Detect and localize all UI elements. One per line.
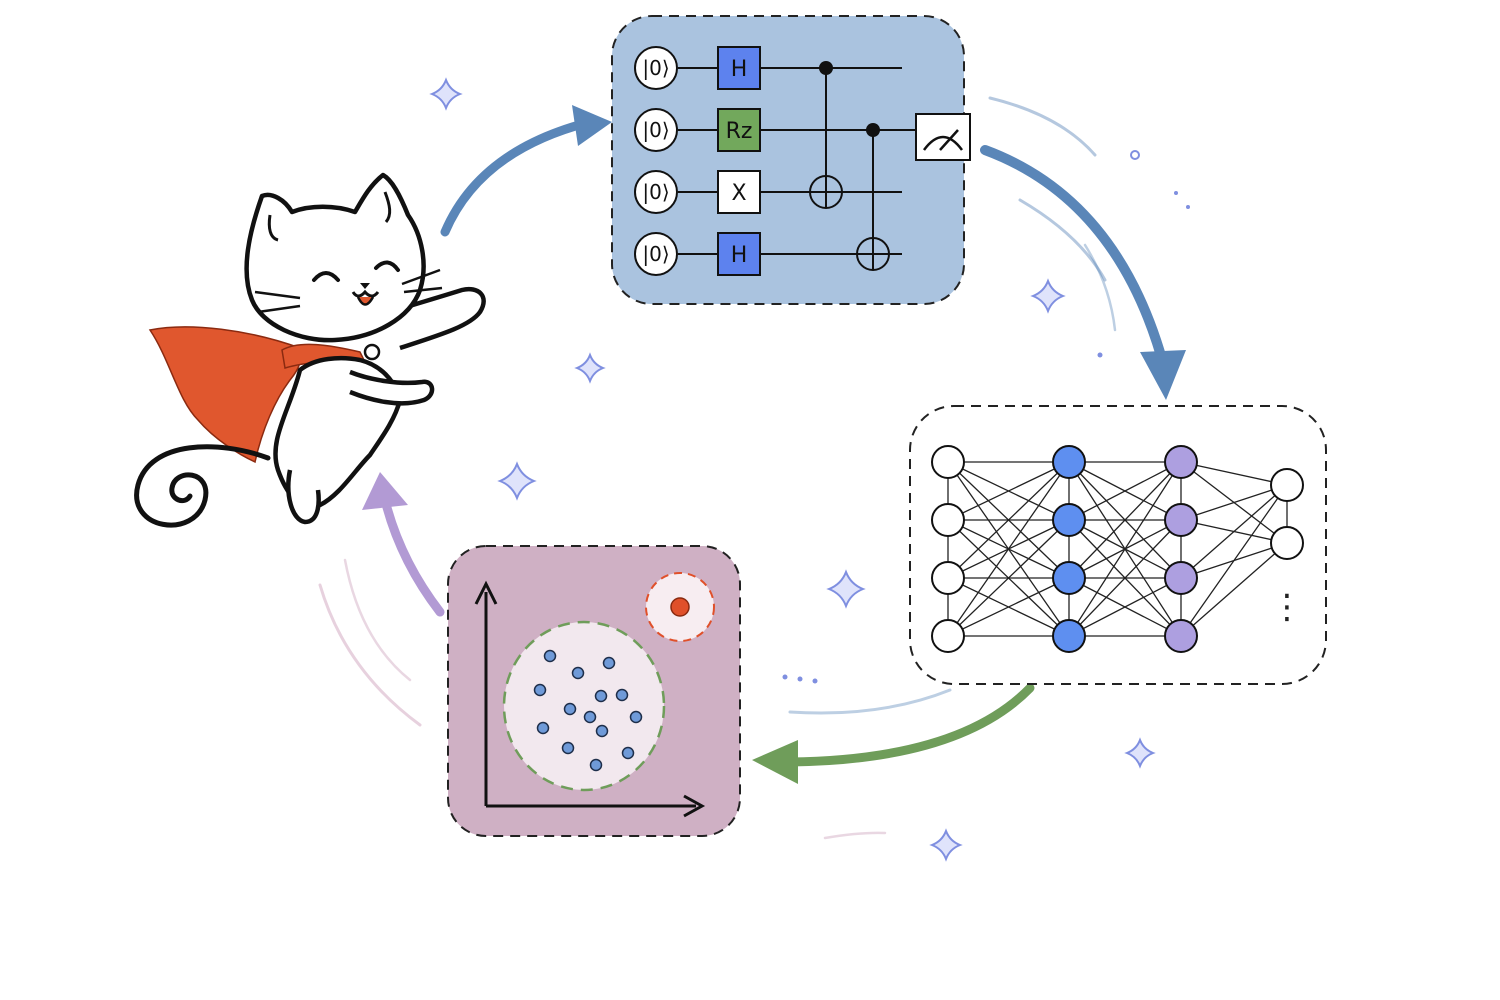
cluster-point (595, 724, 609, 738)
meter-icon (915, 113, 971, 161)
cluster-point (571, 666, 585, 680)
network-nodes (931, 445, 1304, 653)
gate-label: X (731, 181, 746, 206)
sparkle-icon (929, 828, 963, 862)
network-node (1164, 445, 1198, 479)
network-edges (947, 461, 1288, 637)
sparkle-icon (497, 461, 537, 501)
gate-h: H (717, 232, 761, 276)
qubit-state: |0⟩ (634, 46, 678, 90)
qubit-label: |0⟩ (642, 118, 669, 142)
gate-label: H (731, 57, 748, 82)
control-dot (819, 61, 833, 75)
network-node (1164, 561, 1198, 595)
cluster-point (583, 710, 597, 724)
arrow-circuit-to-network (980, 96, 1186, 400)
network-edge (947, 519, 1070, 637)
network-edge (947, 461, 1070, 637)
cluster-point (561, 741, 575, 755)
cnot-gate (856, 123, 890, 271)
outlier-point (670, 597, 690, 617)
cluster-point (621, 746, 635, 760)
arrow-cat-to-circuit (440, 105, 612, 237)
arrow-plot-to-cat (318, 472, 887, 840)
network-edge (947, 461, 1070, 521)
cluster-point (629, 710, 643, 724)
cape (148, 326, 302, 464)
cluster-point (615, 688, 629, 702)
network-node (931, 561, 965, 595)
network-node (1164, 619, 1198, 653)
network-edge (1180, 484, 1288, 521)
sparkle-icon (1124, 737, 1156, 769)
network-node (1164, 503, 1198, 537)
gate-label: Rz (726, 119, 753, 144)
cluster-point (533, 683, 547, 697)
network-edge (1068, 461, 1182, 521)
sparkle-icon (1030, 278, 1066, 314)
network-edge (1068, 519, 1182, 637)
neural-network-panel: ⋮ (909, 405, 1327, 685)
network-node (1052, 619, 1086, 653)
anomaly-plot-panel (447, 545, 741, 837)
network-edge (947, 461, 1070, 579)
cluster-point (563, 702, 577, 716)
network-node (1052, 503, 1086, 537)
gate-x: X (717, 170, 761, 214)
superhero-cat-icon (134, 172, 486, 528)
network-node (931, 503, 965, 537)
normal-cluster-boundary (502, 620, 666, 792)
sparkle-icon (574, 352, 606, 384)
qubit-state: |0⟩ (634, 170, 678, 214)
sparkle-icon (429, 77, 463, 111)
network-edge (1180, 484, 1288, 637)
network-node (1270, 526, 1304, 560)
qubit-label: |0⟩ (642, 180, 669, 204)
network-node (1052, 561, 1086, 595)
network-node (1052, 445, 1086, 479)
qubit-state: |0⟩ (634, 232, 678, 276)
gate-h: H (717, 46, 761, 90)
network-edge (1068, 461, 1182, 579)
qubit-label: |0⟩ (642, 56, 669, 80)
cluster-point (594, 689, 608, 703)
cluster-point (543, 649, 557, 663)
sparkles (429, 77, 1156, 862)
plot-points (533, 597, 690, 772)
sparkle-icon (826, 569, 866, 609)
network-edge (1180, 461, 1288, 486)
network-ellipsis: ⋮ (1270, 587, 1304, 627)
network-edge (1068, 577, 1182, 637)
cluster-point (589, 758, 603, 772)
cnot-gate (809, 61, 843, 209)
qubit-label: |0⟩ (642, 242, 669, 266)
cluster-point (536, 721, 550, 735)
network-edge (1068, 461, 1182, 637)
network-edge (1180, 542, 1288, 637)
arrow-network-to-plot (752, 683, 1035, 784)
cluster-point (602, 656, 616, 670)
gate-label: H (731, 243, 748, 268)
network-node (931, 619, 965, 653)
network-edge (1180, 484, 1288, 579)
network-node (1270, 468, 1304, 502)
small-dots (782, 150, 1190, 684)
control-dot (866, 123, 880, 137)
network-node (931, 445, 965, 479)
plot-axes (474, 580, 706, 818)
qubit-state: |0⟩ (634, 108, 678, 152)
quantum-circuit-panel: |0⟩ |0⟩ |0⟩ |0⟩ H RzX H (611, 15, 971, 305)
network-edge (947, 577, 1070, 637)
gate-rz: Rz (717, 108, 761, 152)
